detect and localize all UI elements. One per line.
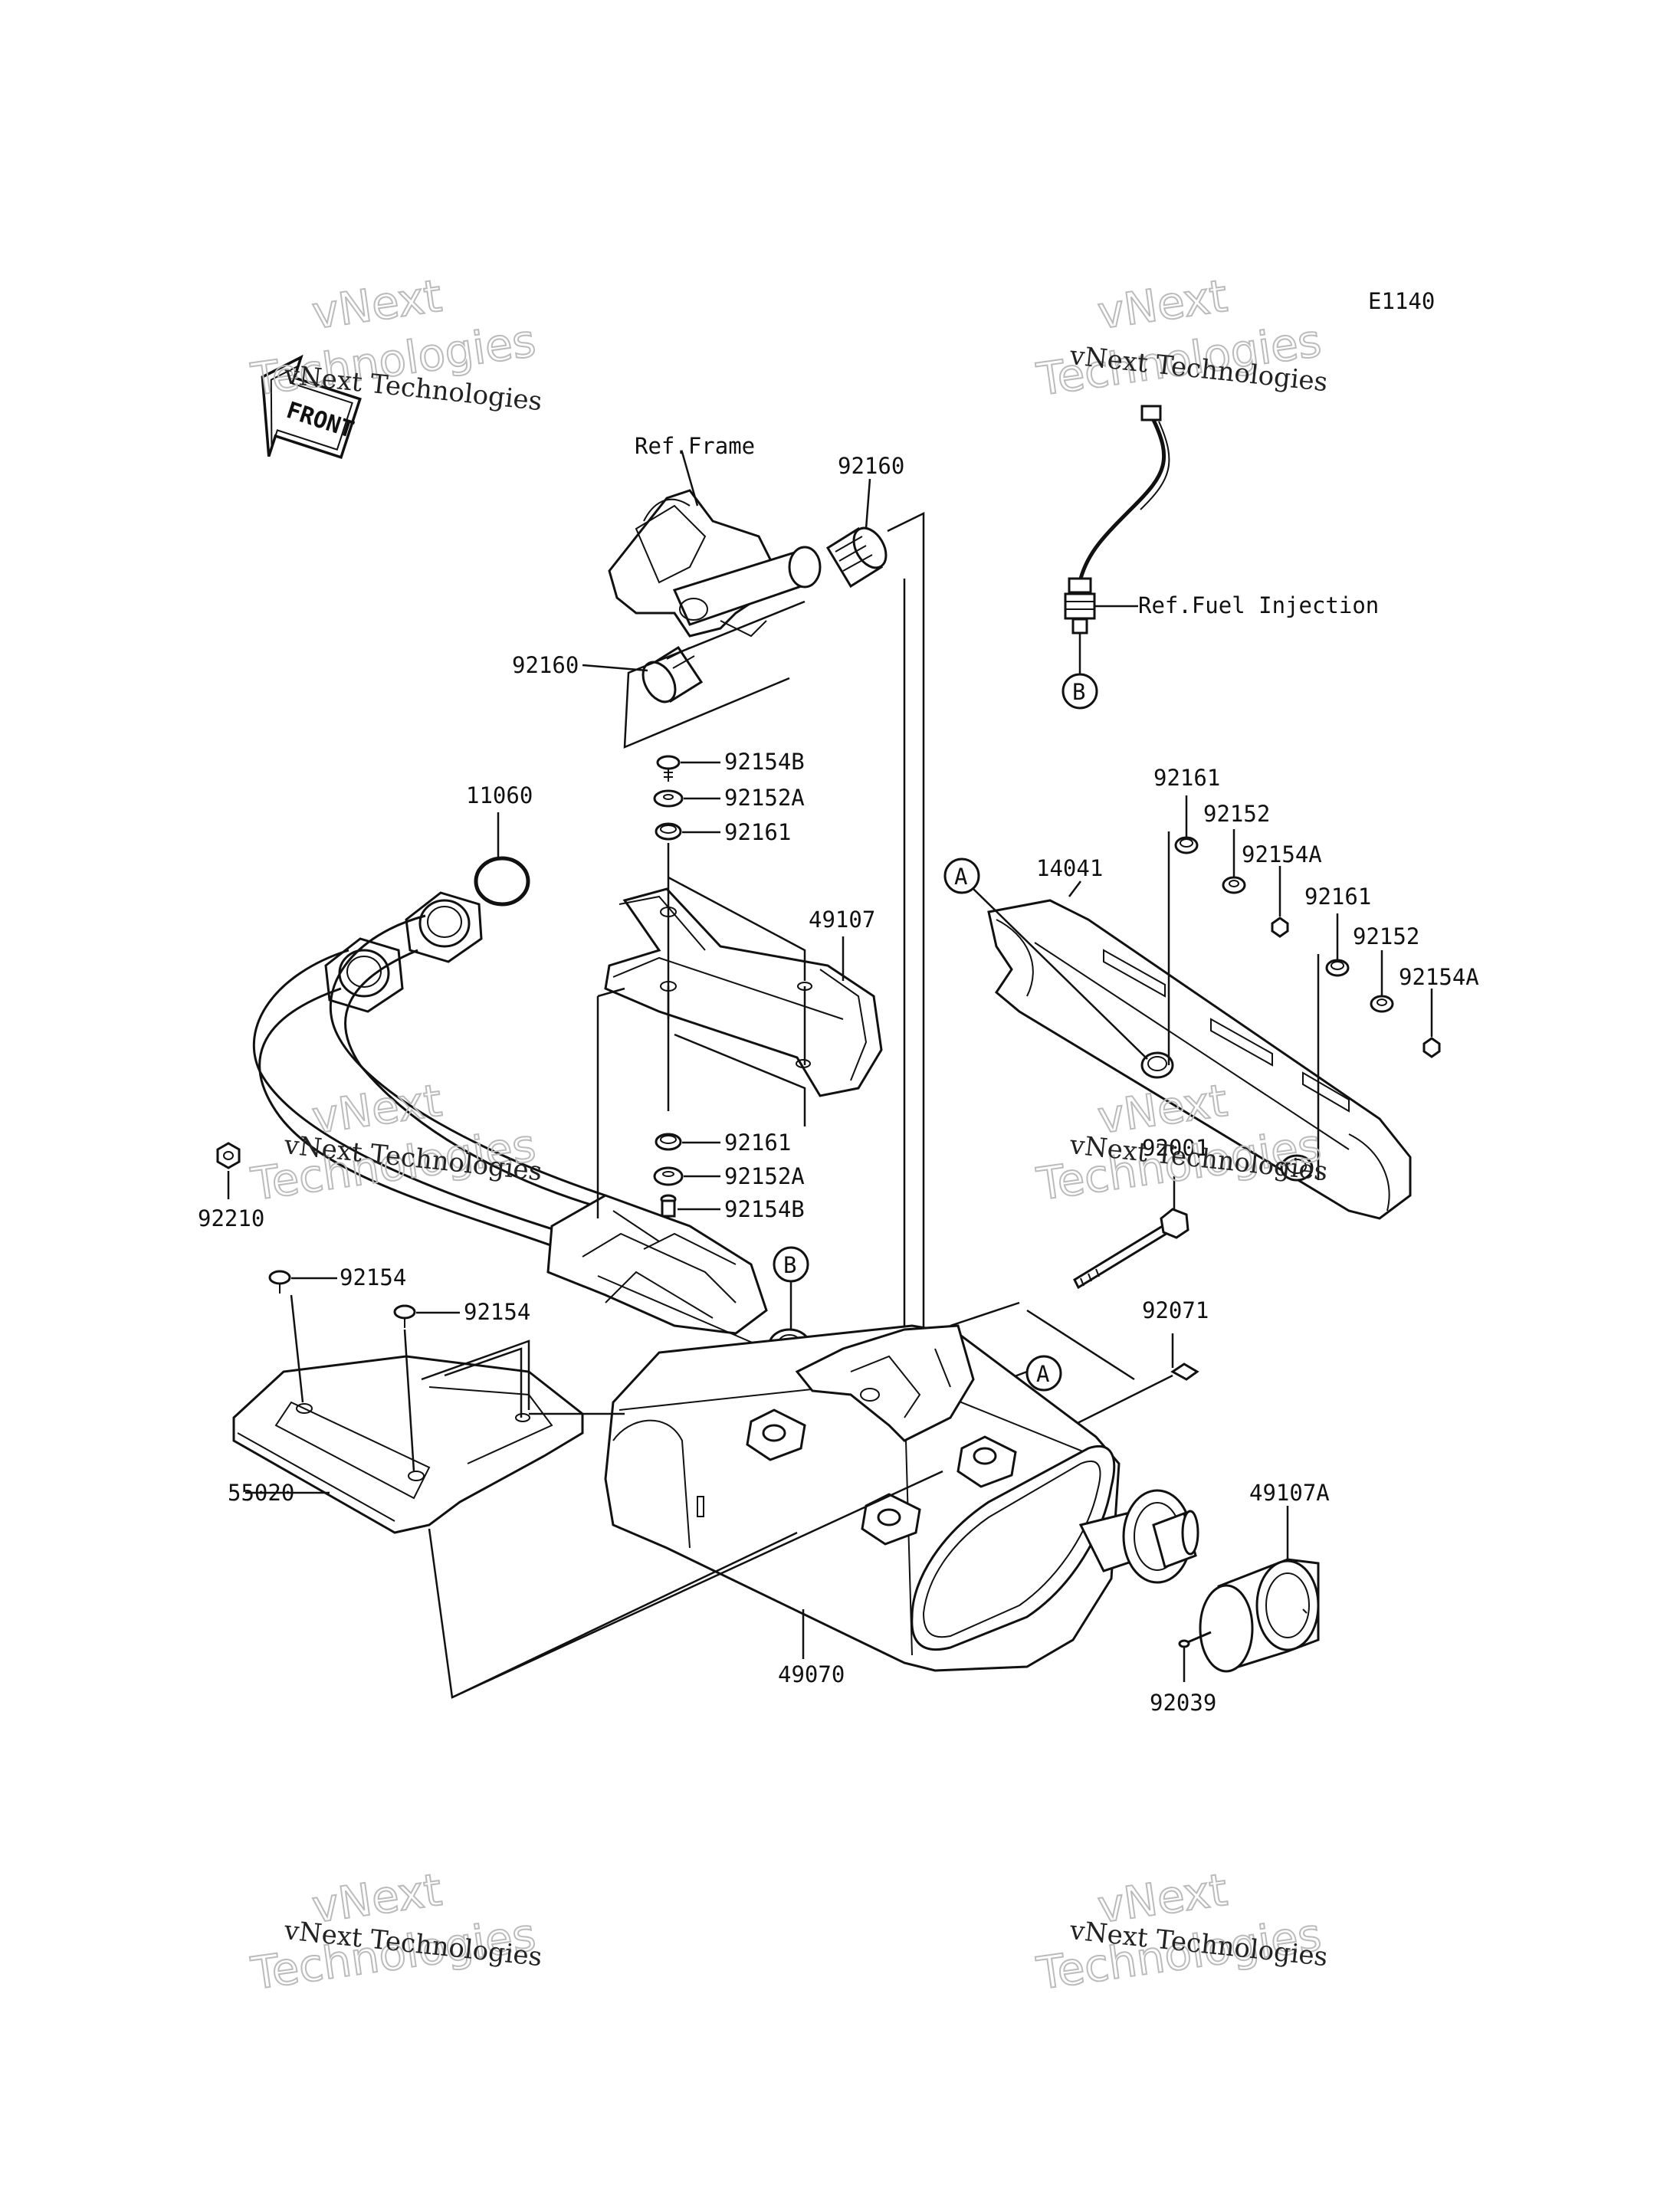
svg-text:A: A bbox=[954, 864, 967, 890]
bolt-92154-b bbox=[393, 1304, 416, 1328]
front-arrow-icon: FRONT bbox=[261, 354, 362, 460]
ref-frame-label: Ref.Frame bbox=[635, 433, 755, 459]
part-number-92154A: 92154A bbox=[1399, 964, 1479, 990]
bolt-92154A-r2 bbox=[1422, 1037, 1441, 1058]
part-number-92152: 92152 bbox=[1203, 801, 1270, 827]
bolt-92001 bbox=[1073, 1208, 1189, 1290]
part-number-92071: 92071 bbox=[1142, 1297, 1209, 1323]
exhaust-header-pipes bbox=[252, 891, 790, 1365]
marker-b-sensor: B bbox=[1061, 673, 1098, 710]
washer-92152-r1 bbox=[1222, 876, 1246, 894]
part-number-92152: 92152 bbox=[1353, 923, 1419, 949]
bolt-92154B-mid bbox=[660, 1194, 677, 1218]
part-number-92210: 92210 bbox=[198, 1205, 264, 1231]
washer-92152A-top bbox=[653, 789, 684, 808]
end-cap-49107A bbox=[1199, 1558, 1320, 1673]
bolt-92154A-r1 bbox=[1271, 917, 1289, 938]
part-number-92161: 92161 bbox=[724, 819, 791, 845]
part-number-92001: 92001 bbox=[1142, 1135, 1209, 1161]
nut-92210 bbox=[216, 1142, 241, 1169]
washer-92152-r2 bbox=[1370, 995, 1394, 1013]
part-number-11060: 11060 bbox=[466, 782, 533, 808]
part-number-92161: 92161 bbox=[724, 1130, 791, 1156]
heat-shield-14041 bbox=[987, 899, 1412, 1220]
diagram-code: E1140 bbox=[1368, 288, 1435, 314]
part-number-92152A: 92152A bbox=[724, 1163, 805, 1189]
grommet-92161-r1 bbox=[1174, 836, 1199, 854]
svg-text:B: B bbox=[783, 1252, 796, 1278]
part-number-92154B: 92154B bbox=[724, 1196, 805, 1222]
marker-a-shield: A bbox=[943, 857, 980, 894]
part-number-49107: 49107 bbox=[809, 907, 875, 933]
screw-92039 bbox=[1178, 1631, 1212, 1648]
ref-fuel-injection-label: Ref.Fuel Injection bbox=[1138, 592, 1379, 618]
grommet-92161-r2 bbox=[1325, 959, 1350, 977]
svg-text:A: A bbox=[1036, 1361, 1049, 1387]
muffler-49070 bbox=[604, 1324, 1121, 1672]
marker-b-main: B bbox=[773, 1246, 809, 1283]
washer-92152A-mid bbox=[653, 1166, 684, 1186]
bushing-92160-left bbox=[641, 645, 704, 703]
part-number-92161: 92161 bbox=[1304, 884, 1371, 910]
part-number-14041: 14041 bbox=[1036, 855, 1103, 881]
frame-bracket bbox=[608, 489, 822, 638]
part-number-92161: 92161 bbox=[1153, 765, 1220, 791]
grommet-92161-mid bbox=[655, 1133, 682, 1151]
oxygen-sensor bbox=[1064, 405, 1170, 635]
cover-55020 bbox=[232, 1355, 584, 1534]
part-number-49107A: 49107A bbox=[1249, 1480, 1330, 1506]
part-number-92152A: 92152A bbox=[724, 785, 805, 811]
grommet-92161-top bbox=[655, 822, 682, 841]
part-number-49070: 49070 bbox=[778, 1661, 845, 1687]
part-number-92160: 92160 bbox=[512, 652, 579, 678]
part-number-92154A: 92154A bbox=[1242, 841, 1322, 867]
part-number-92154: 92154 bbox=[464, 1299, 530, 1325]
part-number-92160: 92160 bbox=[838, 453, 904, 479]
gasket-11060 bbox=[474, 856, 530, 907]
bolt-92154-a bbox=[268, 1270, 291, 1294]
part-number-55020: 55020 bbox=[228, 1480, 294, 1506]
part-number-92039: 92039 bbox=[1150, 1690, 1216, 1716]
tail-pipe bbox=[1078, 1489, 1199, 1584]
marker-a-muffler: A bbox=[1025, 1355, 1062, 1392]
part-number-92154: 92154 bbox=[340, 1264, 406, 1290]
bushing-92160-top bbox=[825, 526, 888, 589]
bolt-92154B-top bbox=[656, 755, 681, 782]
clip-92071 bbox=[1170, 1362, 1199, 1381]
part-number-92154B: 92154B bbox=[724, 749, 805, 775]
svg-text:B: B bbox=[1072, 679, 1085, 705]
